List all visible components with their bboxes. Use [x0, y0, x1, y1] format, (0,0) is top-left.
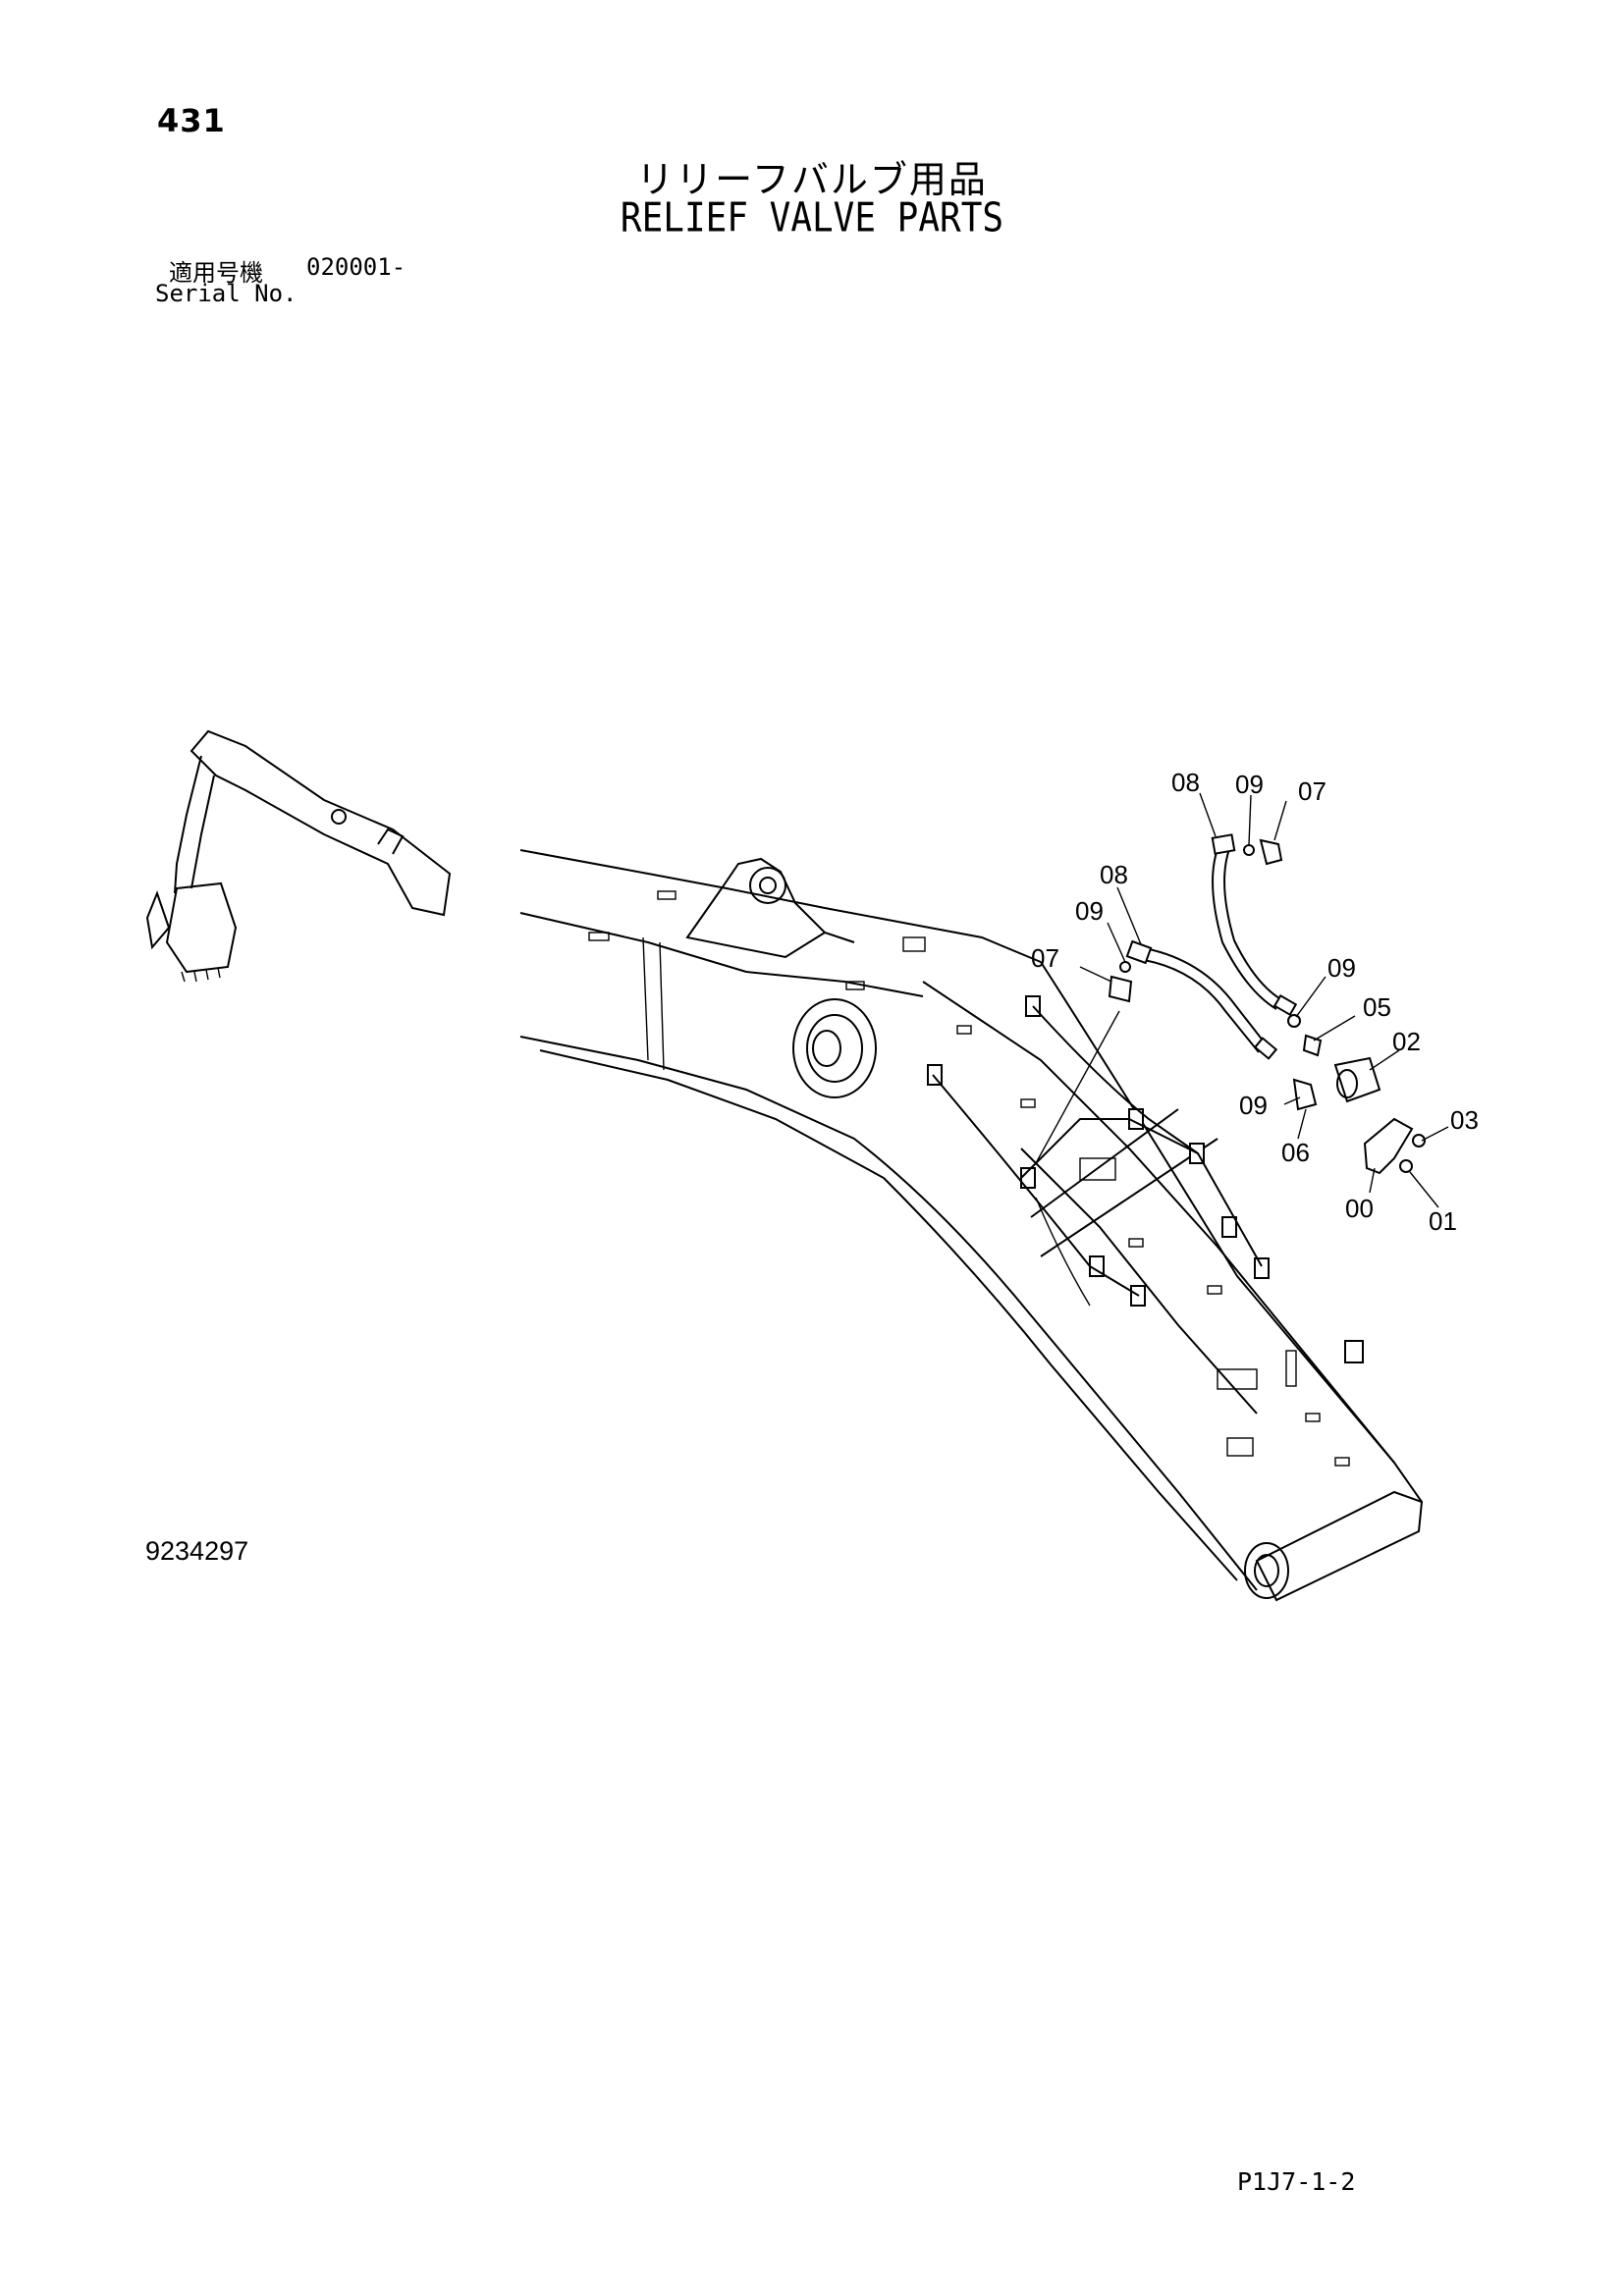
callout-09-right: 09 — [1327, 953, 1356, 983]
relief-valve-hose-assembly — [1108, 833, 1426, 1175]
callout-06: 06 — [1281, 1138, 1310, 1167]
callout-03: 03 — [1450, 1105, 1479, 1135]
callout-00: 00 — [1345, 1194, 1374, 1223]
callout-09-top: 09 — [1235, 770, 1264, 799]
callout-09-mid: 09 — [1075, 896, 1104, 926]
page-number: 431 — [157, 102, 226, 139]
callout-08-top: 08 — [1171, 768, 1200, 797]
callout-05: 05 — [1363, 992, 1391, 1022]
serial-number-range: 020001- — [306, 253, 406, 281]
callout-02: 02 — [1392, 1027, 1421, 1056]
drawing-number: 9234297 — [145, 1536, 249, 1566]
excavator-overview-sketch — [145, 729, 452, 983]
boom-structure — [519, 849, 1424, 1602]
page-title-japanese: リリーフバルブ用品 — [636, 158, 988, 201]
serial-label-japanese: 適用号機 — [169, 259, 263, 287]
callout-09-low: 09 — [1239, 1091, 1268, 1120]
callout-07-top: 07 — [1298, 776, 1326, 806]
callout-01: 01 — [1429, 1206, 1457, 1236]
callout-08-mid: 08 — [1100, 860, 1128, 889]
leader-lines — [1079, 792, 1449, 1208]
serial-label-english: Serial No. — [155, 280, 298, 307]
page-title-english: RELIEF VALVE PARTS — [620, 194, 1004, 242]
callout-07-mid: 07 — [1031, 943, 1059, 973]
page-code: P1J7-1-2 — [1237, 2167, 1356, 2196]
